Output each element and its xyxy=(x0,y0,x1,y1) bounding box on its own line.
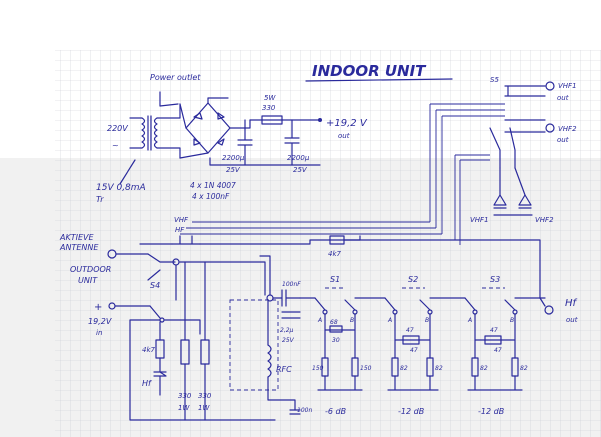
switch-s5-label: S5 xyxy=(490,76,499,84)
vhf-hf-label-1: VHF xyxy=(174,216,189,224)
output-out-label: out xyxy=(338,132,350,140)
resistor-330 xyxy=(261,115,283,125)
bypass-100n-label: 100n xyxy=(297,407,312,414)
s1-r1-label: 68 xyxy=(330,319,338,326)
s1-port-b-label: B xyxy=(350,317,354,324)
s2-attenuation-label: -12 dB xyxy=(398,407,424,416)
led-resistor-label: 4k7 xyxy=(142,346,156,354)
s1-attenuation-label: -6 dB xyxy=(325,407,346,416)
s2-r2-label: 47 xyxy=(410,347,418,354)
cap-100n-label: 100nF xyxy=(282,281,301,288)
rfc-label: RFC xyxy=(276,365,292,374)
vhf1-out-label: out xyxy=(557,94,569,102)
cap2-label: 2200µ xyxy=(287,154,310,162)
switch-s3-label: S3 xyxy=(490,275,500,284)
power-outlet-label: Power outlet xyxy=(150,73,201,82)
s2-r3-label: 82 xyxy=(400,365,408,372)
input-in-label: in xyxy=(96,329,102,337)
resistor-330-power-label: 5W xyxy=(264,94,276,102)
transformer-note-label: Tr xyxy=(96,195,104,204)
s1-r3-label: 150 xyxy=(312,365,324,372)
resistor-a-power-label: 1W xyxy=(178,404,190,412)
s3-r4-label: 82 xyxy=(520,365,528,372)
attenuator-section-3: A B 47 47 82 82 -12 dB xyxy=(464,297,528,416)
cap-2u2-voltage-label: 25V xyxy=(282,337,295,344)
s2-port-b-label: B xyxy=(425,317,429,324)
cap2-voltage-label: 25V xyxy=(293,166,308,174)
vhf2-label: VHF2 xyxy=(558,125,577,133)
diode-spec-label: 4 x 1N 4007 xyxy=(190,181,236,190)
s2-r4-label: 82 xyxy=(435,365,443,372)
vhf1-label: VHF1 xyxy=(558,82,577,90)
input-voltage-label: 19,2V xyxy=(88,317,112,326)
resistor-a-value-label: 330 xyxy=(178,392,192,400)
s1-port-a-label: A xyxy=(317,317,322,324)
antenna-label: ANTENNE xyxy=(59,243,99,252)
vhf2-led-label: VHF2 xyxy=(535,216,554,224)
transformer xyxy=(141,115,158,151)
active-antenna-label: AKTIEVE xyxy=(59,233,94,242)
output-voltage-label: +19,2 V xyxy=(326,118,368,129)
cap-2u2-label: 2,2µ xyxy=(280,327,294,334)
diagram-title: INDOOR UNIT xyxy=(312,62,427,80)
switch-s4-label: S4 xyxy=(150,281,160,290)
hf-output-label: Hf xyxy=(565,298,578,309)
dashed-enclosure xyxy=(229,299,279,391)
s1-r2-label: 30 xyxy=(332,337,340,344)
outdoor-label: OUTDOOR xyxy=(70,265,111,274)
s2-r1-label: 47 xyxy=(406,327,414,334)
cap1-label: 2200µ xyxy=(222,154,245,162)
s3-r1-label: 47 xyxy=(490,327,498,334)
switch-s2-label: S2 xyxy=(408,275,418,284)
plus-sign-label: + xyxy=(94,302,102,313)
s3-port-b-label: B xyxy=(510,317,514,324)
mains-ac-label: ~ xyxy=(112,141,119,150)
grid-paper xyxy=(55,50,601,437)
mains-voltage-label: 220V xyxy=(107,124,128,133)
resistor-b-value-label: 330 xyxy=(198,392,212,400)
vhf2-out-label: out xyxy=(557,136,569,144)
hf-led-label: Hf xyxy=(142,379,152,388)
resistor-4k7-label: 4k7 xyxy=(328,250,342,258)
vhf1-led-label: VHF1 xyxy=(470,216,489,224)
s3-attenuation-label: -12 dB xyxy=(478,407,504,416)
resistor-b-power-label: 1W xyxy=(198,404,210,412)
vhf-hf-label-2: HF xyxy=(175,226,185,234)
attenuator-section-1: A B 68 30 150 150 -6 dB xyxy=(312,297,372,416)
attenuator-section-2: A B 47 47 82 82 -12 dB xyxy=(384,297,443,416)
s2-port-a-label: A xyxy=(387,317,392,324)
s1-r4-label: 150 xyxy=(360,365,372,372)
cap1-voltage-label: 25V xyxy=(226,166,241,174)
s3-r3-label: 82 xyxy=(480,365,488,372)
s3-r2-label: 47 xyxy=(494,347,502,354)
unit-label: UNIT xyxy=(78,276,98,285)
transformer-spec-label: 15V 0,8mA xyxy=(96,183,146,193)
resistor-330-label: 330 xyxy=(262,104,276,112)
bypass-cap-label: 4 x 100nF xyxy=(192,192,230,201)
hf-output-out-label: out xyxy=(566,316,578,324)
s3-port-a-label: A xyxy=(467,317,472,324)
switch-s1-label: S1 xyxy=(330,275,340,284)
hf-output-jack xyxy=(544,305,554,315)
